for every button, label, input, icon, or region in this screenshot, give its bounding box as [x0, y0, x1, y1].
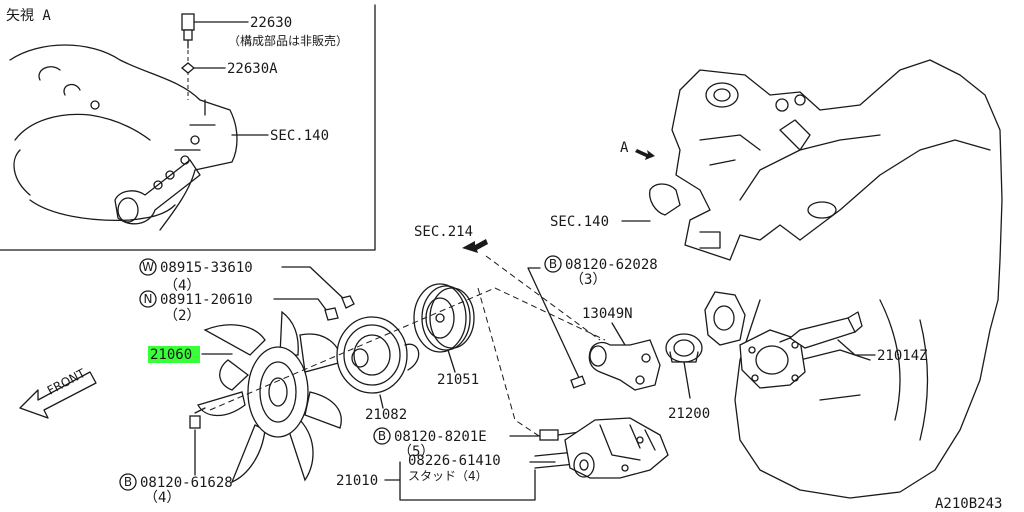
- label-22630: 22630: [250, 15, 292, 31]
- label-b2-part: 08120-62028: [565, 257, 658, 273]
- bolt2-prefix: B: [549, 257, 557, 271]
- label-b1-qty: （4）: [144, 490, 180, 506]
- label-21051: 21051: [437, 372, 479, 388]
- inset-view-label: 矢視 A: [6, 8, 51, 24]
- bolt-61628-callout: B 08120-61628 （4）: [119, 407, 233, 506]
- label-21200: 21200: [668, 406, 710, 422]
- label-22630A: 22630A: [227, 61, 278, 77]
- sec214-callout: SEC.214: [414, 224, 601, 341]
- bolt-symbol-icon-3: [373, 427, 391, 445]
- label-w-part: 08915-33610: [160, 260, 253, 276]
- label-b2-qty: （3）: [570, 272, 606, 288]
- label-22630-note: （構成部品は非販売）: [228, 33, 348, 48]
- washer-prefix: W: [142, 260, 154, 274]
- fan-blade: 21060: [148, 310, 343, 484]
- inset-view-a: 矢視 A 22630 （構成部品は非販売） 22630A SEC.140: [0, 4, 376, 251]
- fan-coupling: 21082: [336, 316, 420, 423]
- label-front: FRONT: [45, 366, 88, 398]
- label-21060: 21060: [150, 347, 192, 363]
- bolt3-prefix: B: [378, 429, 386, 443]
- label-n-part: 08911-20610: [160, 292, 253, 308]
- view-a-arrow-icon: [635, 149, 655, 160]
- label-sec140-main: SEC.140: [550, 214, 609, 230]
- label-21010: 21010: [336, 473, 378, 489]
- label-w-qty: （4）: [164, 278, 200, 294]
- nut-prefix: N: [144, 292, 153, 306]
- front-indicator: FRONT: [19, 366, 97, 419]
- label-sec140-inset: SEC.140: [270, 128, 329, 144]
- washer-nut-callouts: W 08915-33610 （4） N 08911-20610 （2）: [139, 258, 355, 324]
- sec214-arrow-icon: [462, 239, 488, 253]
- label-arrow-a: A: [620, 140, 629, 156]
- label-n-qty: （2）: [164, 308, 200, 324]
- bolt-symbol-icon-2: [544, 255, 562, 273]
- nut-symbol-icon: [139, 290, 157, 308]
- highlight-21060: [148, 346, 200, 363]
- bolt-symbol-icon-1: [119, 473, 137, 491]
- washer-symbol-icon: [139, 258, 157, 276]
- label-b3-part: 08120-8201E: [394, 429, 487, 445]
- label-13049N: 13049N: [582, 306, 633, 322]
- label-stud-part: 08226-61410: [408, 453, 501, 469]
- sealant-tube: 21014Z: [779, 311, 928, 364]
- diagram-code: A210B243: [935, 496, 1002, 512]
- water-outlet: 13049N: [582, 306, 661, 391]
- label-21014Z: 21014Z: [877, 348, 928, 364]
- label-b3-qty: （5）: [398, 444, 434, 460]
- thermostat-housing: [704, 291, 806, 389]
- assembly-centerline: [209, 287, 606, 411]
- bolt1-prefix: B: [124, 475, 132, 489]
- label-21082: 21082: [365, 407, 407, 423]
- assembly-centerline-2: [477, 287, 546, 441]
- bolt-62028-callout: B 08120-62028 （3）: [527, 255, 658, 389]
- bolt-8201E-callout: B 08120-8201E （5） 08226-61410 スタッド（4）: [373, 427, 581, 483]
- water-pump: 21010: [336, 417, 669, 501]
- thermostat: 21200: [665, 333, 710, 422]
- label-b1-part: 08120-61628: [140, 475, 233, 491]
- pulley: 21051: [413, 283, 479, 388]
- label-sec214: SEC.214: [414, 224, 473, 240]
- label-stud-note: スタッド（4）: [408, 469, 488, 483]
- engine-block: SEC.140 A: [550, 59, 1003, 499]
